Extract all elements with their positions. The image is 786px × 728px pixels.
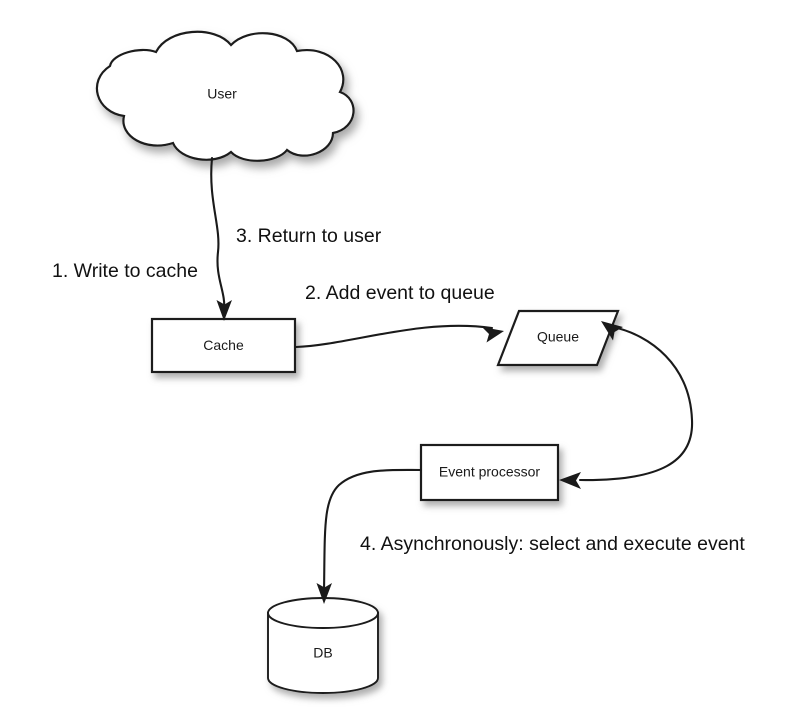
arrowhead-cache — [216, 300, 232, 321]
step-label-3: 3. Return to user — [236, 225, 382, 247]
node-user[interactable]: User — [95, 30, 355, 162]
edge-queue-event-processor-loop — [559, 321, 694, 489]
edge-cache-to-queue — [294, 324, 504, 349]
node-user-label: User — [207, 86, 237, 102]
node-event-processor[interactable]: Event processor — [419, 443, 560, 502]
node-queue-label: Queue — [537, 329, 579, 345]
step-label-4: 4. Asynchronously: select and execute ev… — [360, 533, 745, 555]
arrowhead-queue-loop — [601, 321, 623, 341]
node-cache[interactable]: Cache — [150, 317, 297, 374]
arrowhead-event-processor — [559, 472, 581, 489]
step-label-1: 1. Write to cache — [52, 260, 198, 282]
node-queue[interactable]: Queue — [496, 309, 620, 367]
node-db[interactable]: DB — [267, 597, 379, 694]
node-db-label: DB — [313, 645, 332, 661]
arrowhead-queue — [482, 327, 504, 343]
arrowhead-db — [316, 583, 332, 604]
edge-user-to-cache — [210, 156, 232, 321]
step-label-2: 2. Add event to queue — [305, 282, 495, 304]
node-cache-label: Cache — [203, 337, 244, 353]
node-event-processor-label: Event processor — [439, 464, 540, 480]
edge-event-processor-to-db — [316, 468, 423, 604]
